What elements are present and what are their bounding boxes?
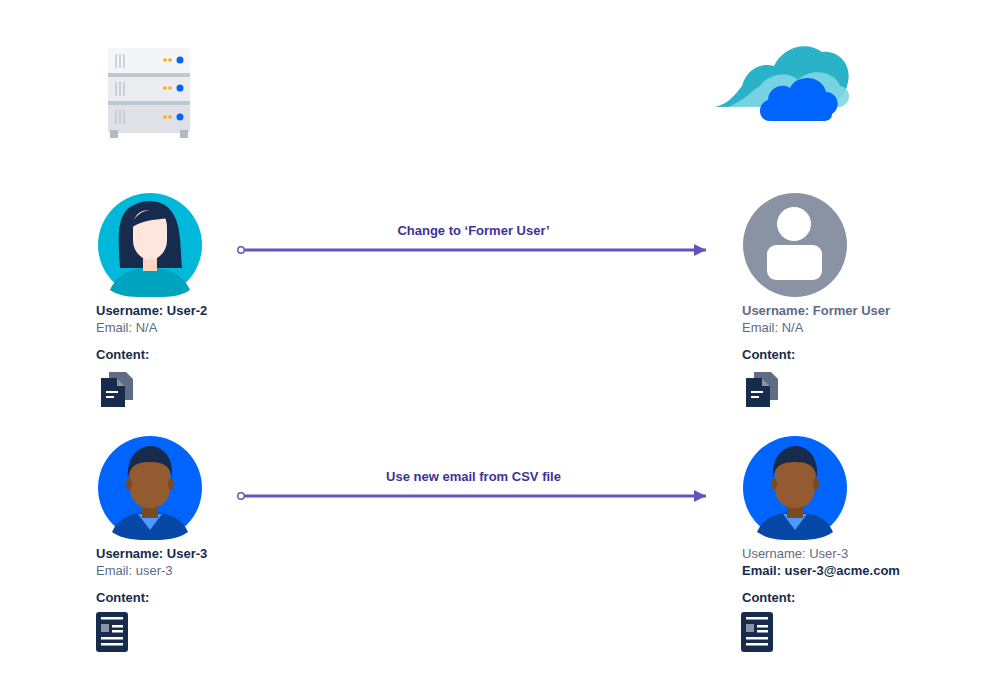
user-card: Username: User-3Email: user-3Content:	[94, 433, 241, 655]
user-card: Username: Former UserEmail: N/A Content:	[706, 190, 966, 410]
email-text: Email: N/A	[96, 319, 241, 336]
user-card: Username: User-3Email: user-3@acme.comCo…	[706, 433, 966, 655]
email-text: Email: N/A	[742, 319, 966, 336]
email-text: Email: user-3@acme.com	[742, 562, 966, 579]
arrow-label: Use new email from CSV file	[383, 469, 564, 484]
page-icon	[741, 612, 773, 652]
username-text: Username: Former User	[742, 302, 966, 319]
cloud-icon	[715, 46, 849, 121]
server-icon	[108, 48, 190, 138]
user-card: Username: User-2Email: N/A Content:	[96, 190, 241, 410]
email-text: Email: user-3	[96, 562, 241, 579]
content-label: Content:	[742, 346, 966, 363]
arrow-label: Change to ‘Former User’	[394, 223, 552, 238]
content-label: Content:	[96, 346, 241, 363]
document-icon	[101, 372, 133, 407]
username-text: Username: User-3	[96, 545, 241, 562]
migration-arrow	[241, 495, 706, 498]
user-avatar	[98, 193, 202, 297]
username-text: Username: User-3	[742, 545, 966, 562]
document-icon	[746, 372, 778, 407]
user-avatar	[112, 446, 188, 540]
page-icon	[96, 612, 128, 652]
former-user-avatar	[743, 193, 847, 297]
username-text: Username: User-2	[96, 302, 241, 319]
migration-arrow	[241, 249, 706, 252]
content-label: Content:	[742, 589, 966, 606]
content-label: Content:	[96, 589, 241, 606]
user-avatar	[98, 436, 847, 540]
